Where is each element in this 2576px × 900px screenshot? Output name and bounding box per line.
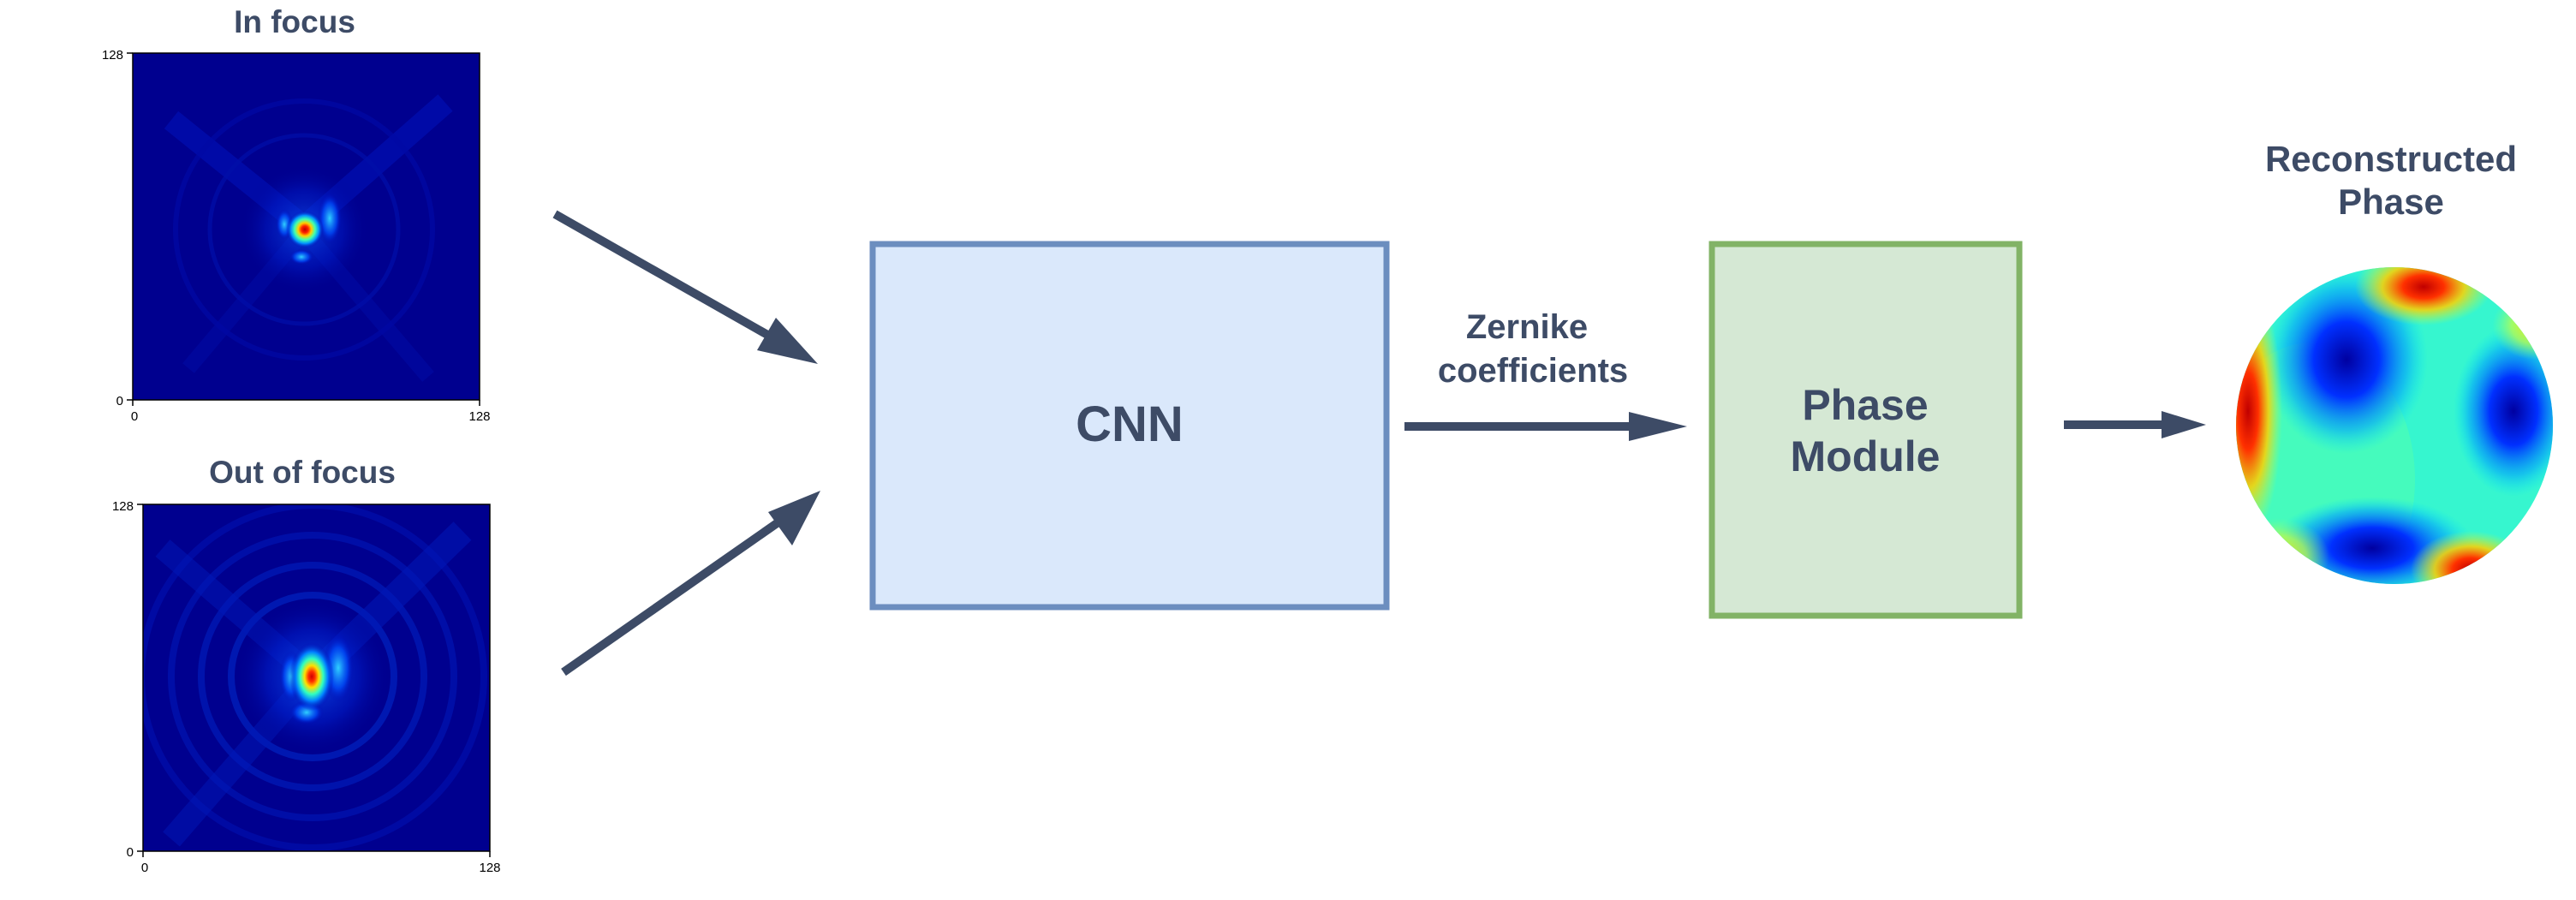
phase-module-line1: Phase: [1802, 381, 1928, 429]
out-of-focus-xtick-min: 0: [141, 861, 148, 875]
arrow-in-focus-to-cnn: [552, 210, 818, 364]
cnn-label: CNN: [1076, 396, 1184, 452]
cnn-box: [869, 241, 1390, 611]
reconstructed-phase: Reconstructed Phase: [2236, 139, 2553, 584]
out-of-focus-panel: Out of focus 128 0 0 128: [112, 455, 501, 875]
in-focus-title: In focus: [234, 4, 355, 39]
in-focus-psf-image: [133, 53, 480, 400]
zernike-label-line1: Zernike: [1466, 308, 1588, 346]
cnn-block: CNN: [869, 241, 1390, 611]
out-of-focus-ytick-max: 128: [112, 499, 134, 514]
in-focus-panel: In focus 128 0 0 128: [102, 4, 491, 424]
phase-module-box: [1708, 241, 2023, 619]
out-of-focus-ytick-min: 0: [127, 845, 134, 860]
phase-map: [2236, 267, 2553, 584]
phase-module-block: Phase Module: [1708, 241, 2023, 619]
zernike-label-line2: coefficients: [1438, 352, 1628, 390]
in-focus-xtick-min: 0: [131, 409, 138, 424]
reconstructed-title-line1: Reconstructed: [2265, 139, 2517, 179]
phase-module-line2: Module: [1791, 432, 1941, 480]
in-focus-axes-frame: [132, 52, 480, 401]
in-focus-ytick-min: 0: [116, 394, 123, 408]
in-focus-ytick-max: 128: [102, 48, 123, 63]
arrow-cnn-to-phase-module: [1404, 412, 1687, 441]
out-of-focus-title: Out of focus: [209, 455, 396, 490]
out-of-focus-axes-frame: [142, 504, 491, 852]
reconstructed-title-line2: Phase: [2338, 182, 2444, 222]
in-focus-xtick-max: 128: [468, 409, 490, 424]
arrow-phase-module-to-reconstructed: [2064, 411, 2206, 438]
out-of-focus-psf-image: [143, 504, 490, 851]
out-of-focus-xtick-max: 128: [479, 861, 500, 875]
arrow-out-of-focus-to-cnn: [561, 491, 820, 676]
zernike-coefficients-label: Zernike coefficients: [1438, 308, 1628, 390]
